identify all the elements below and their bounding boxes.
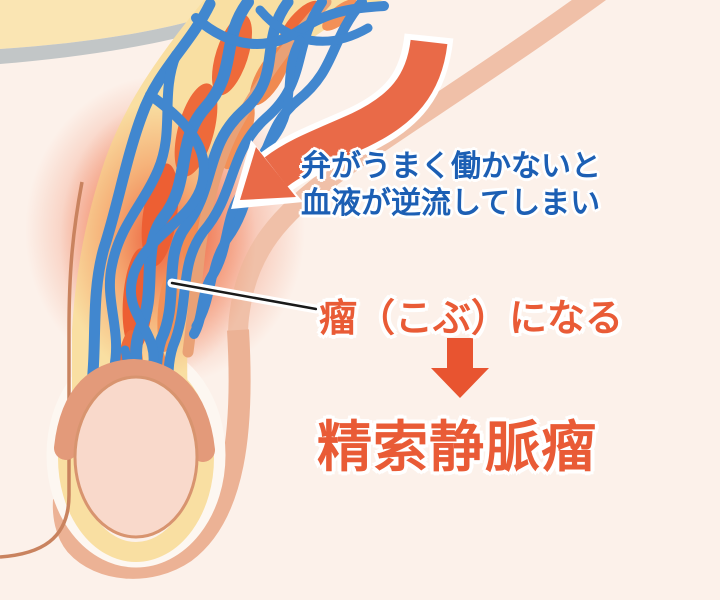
body-contour-line	[0, 181, 84, 559]
abdomen-cream-band	[0, 0, 253, 49]
reflux-note: 弁がうまく働かないと 血液が逆流してしまい	[301, 148, 601, 222]
reflux-note-line1: 弁がうまく働かないと	[301, 149, 601, 184]
pointer-line	[167, 278, 321, 314]
lump-label: 瘤（こぶ）になる	[319, 296, 624, 340]
diagnosis-title: 精索静脈瘤	[317, 415, 598, 479]
testis	[73, 375, 199, 539]
down-arrow-icon	[431, 338, 489, 398]
curved-arrow-icon	[231, 32, 454, 209]
inner-cord-line	[182, 0, 332, 358]
epididymis-cap	[54, 358, 215, 462]
reflux-note-line2: 血液が逆流してしまい	[301, 186, 601, 221]
scrotum-outer-layer	[52, 329, 251, 579]
